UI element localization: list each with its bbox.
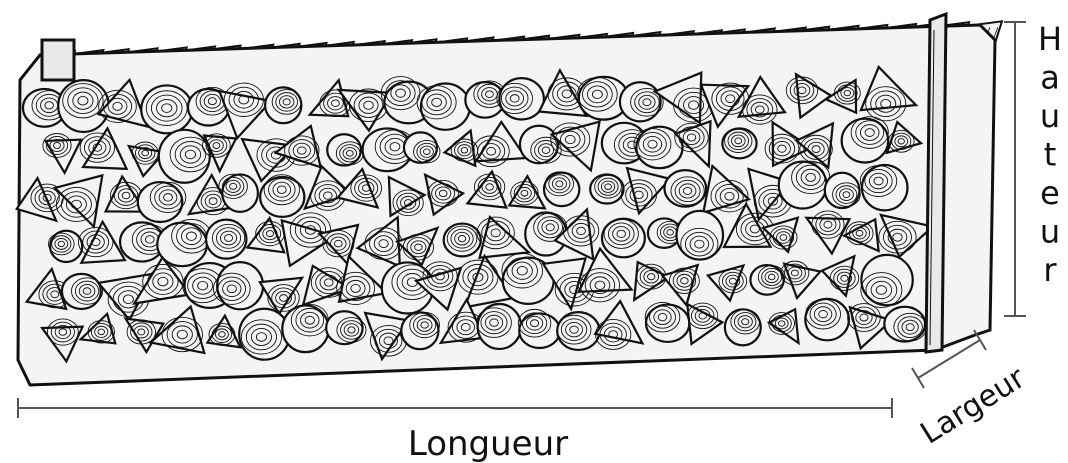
log-end <box>884 307 926 342</box>
width-label: Largeur <box>915 360 1032 451</box>
log-end <box>602 219 645 258</box>
log-end <box>725 309 761 345</box>
log-end <box>141 85 192 133</box>
height-label-letter: r <box>1043 251 1057 289</box>
height-label-letter: a <box>1040 59 1060 97</box>
log-end <box>58 80 109 132</box>
log-end <box>265 87 301 123</box>
length-dimension: Longueur <box>18 398 892 463</box>
log-end <box>62 274 103 309</box>
log-end <box>722 129 756 159</box>
log-end <box>401 312 439 349</box>
log-end <box>590 174 623 203</box>
height-label-letter: H <box>1038 20 1062 58</box>
log-end <box>282 304 328 352</box>
height-label-letter: e <box>1040 174 1060 212</box>
length-label: Longueur <box>408 424 568 463</box>
log-end <box>159 130 211 183</box>
log-end <box>860 165 907 210</box>
left-stake-icon <box>42 40 74 80</box>
log-end <box>825 173 860 208</box>
log-end <box>805 299 849 340</box>
log-end <box>206 220 246 259</box>
log-end <box>664 170 706 206</box>
height-label-letter: u <box>1040 213 1060 251</box>
height-label: Hauteur <box>1038 20 1062 289</box>
woodpile-illustration <box>17 14 1002 385</box>
log-end <box>557 312 599 350</box>
log-end <box>750 265 785 295</box>
height-dimension: Hauteur <box>1004 20 1062 316</box>
width-tick-left <box>912 368 924 388</box>
log-end <box>544 172 579 206</box>
log-end <box>444 224 481 257</box>
log-end <box>677 211 724 260</box>
log-end <box>48 231 82 262</box>
height-label-letter: u <box>1040 97 1060 135</box>
log-end <box>477 304 521 349</box>
height-label-letter: t <box>1044 136 1057 174</box>
right-stake-icon <box>926 14 946 352</box>
